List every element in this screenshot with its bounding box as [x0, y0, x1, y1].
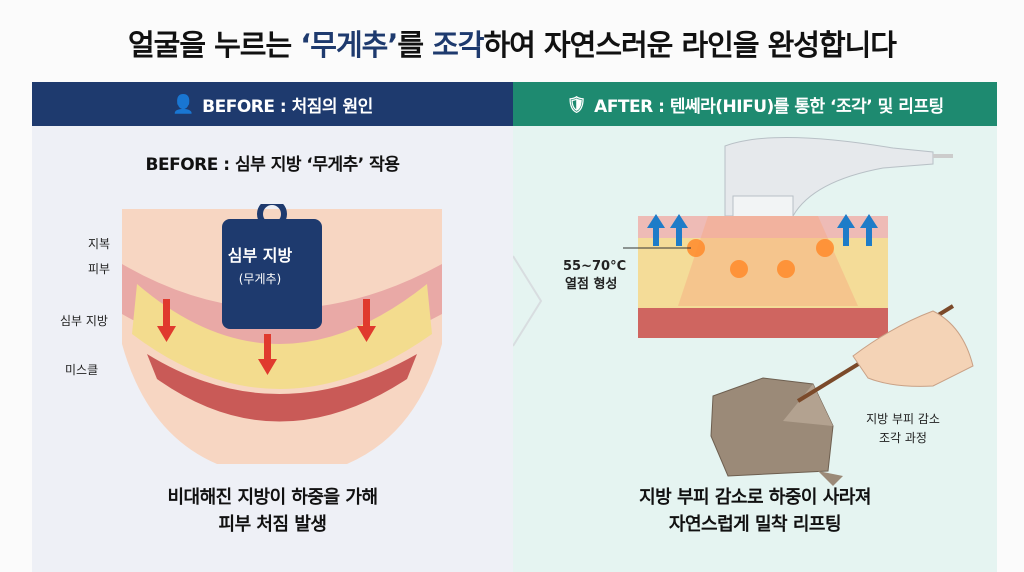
hand-with-tool-icon [796, 304, 974, 403]
label-muscle: 미스클 [65, 363, 99, 377]
before-subtitle: BEFORE : 심부 지방 ‘무게추’ 작용 [145, 155, 400, 175]
sculpt-line: 조각 과정 [879, 431, 927, 445]
heat-point-icon [687, 239, 834, 278]
title-text: 하여 자연스러운 라인을 완성합니다 [483, 28, 897, 62]
down-arrow-icon [157, 299, 376, 375]
weight-sublabel: (무게추) [238, 272, 282, 286]
after-header-label: AFTER : 텐쎄라(HIFU)를 통한 ‘조각’ 및 리프팅 [594, 96, 944, 117]
rock-icon [710, 377, 843, 486]
after-header: 🛡 AFTER : 텐쎄라(HIFU)를 통한 ‘조각’ 및 리프팅 [513, 82, 997, 126]
caption-line: 피부 처짐 발생 [218, 514, 327, 535]
label-skin: 피부 [88, 262, 111, 276]
title-text: 를 [397, 28, 433, 62]
title-highlight: ‘무게추’ [300, 28, 398, 62]
before-panel: 👤 BEFORE : 처짐의 원인 BEFORE : 심부 지방 ‘무게추’ 작… [32, 82, 513, 572]
chevron-divider [513, 255, 543, 347]
title-text: 얼굴을 누르는 [127, 28, 301, 62]
caption-line: 지방 부피 감소로 하중이 사라져 [639, 487, 871, 508]
weight-label: 심부 지방 [227, 246, 293, 265]
sculpt-line: 지방 부피 감소 [866, 412, 940, 426]
shield-icon: 🛡 [566, 94, 587, 114]
hifu-illustration [513, 137, 974, 486]
doctor-icon: 👤 [172, 93, 195, 115]
weight-icon [222, 219, 322, 329]
before-header: 👤 BEFORE : 처짐의 원인 [32, 82, 513, 126]
caption-line: 비대해진 지방이 하중을 가해 [167, 487, 378, 508]
after-panel: 🛡 AFTER : 텐쎄라(HIFU)를 통한 ‘조각’ 및 리프팅 [513, 82, 997, 572]
heat-point-label: 열점 형성 [565, 277, 618, 292]
sagging-face-illustration [122, 204, 442, 464]
hifu-device-icon [724, 137, 953, 221]
label-deep-fat: 심부 지방 [60, 314, 108, 328]
caption-line: 자연스럽게 밀착 리프팅 [668, 514, 842, 535]
before-header-label: BEFORE : 처짐의 원인 [202, 96, 373, 117]
up-arrow-icon [647, 214, 878, 246]
label-jowl: 지복 [88, 237, 111, 251]
title-highlight: 조각 [432, 28, 484, 62]
page-title: 얼굴을 누르는 ‘무게추’를 조각하여 자연스러운 라인을 완성합니다 [0, 22, 1024, 64]
temperature-label: 55~70°C [563, 259, 627, 274]
